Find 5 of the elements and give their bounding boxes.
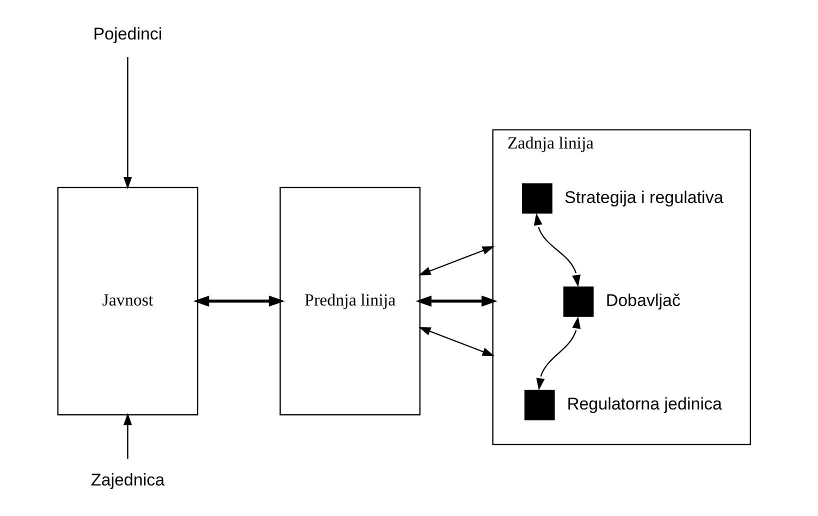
node-text: Pojedinci — [93, 24, 162, 44]
node-label: Strategija i regulativa — [564, 188, 724, 207]
node-label: Regulatorna jedinica — [566, 394, 722, 414]
node-text: Zajednica — [90, 470, 165, 490]
node-label: Dobavljač — [606, 291, 680, 310]
